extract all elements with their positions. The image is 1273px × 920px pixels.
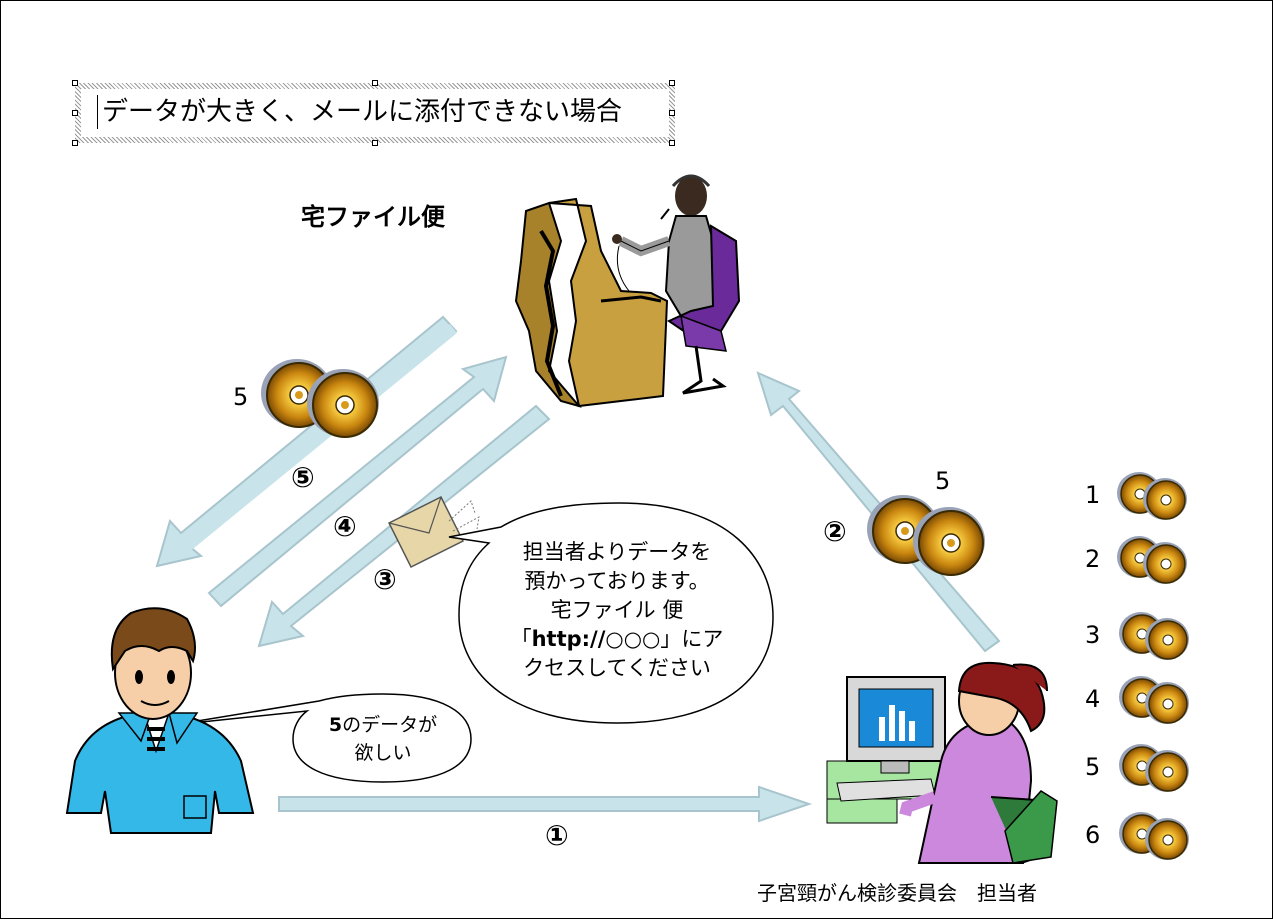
arrow-step4 — [207, 355, 508, 608]
title-textbox[interactable]: データが大きく、メールに添付できない場合 — [75, 83, 675, 143]
request-text: 5のデータが 欲しい — [301, 711, 465, 767]
service-name-label: 宅ファイル便 — [301, 203, 445, 231]
notice-text: 担当者よりデータを 預かっております。 宅ファイル 便 「http://○○○」… — [479, 538, 755, 683]
envelope-icon — [387, 495, 480, 569]
disc-pair-left — [260, 358, 380, 438]
disc-list-icons — [1116, 471, 1190, 861]
resize-handle[interactable] — [372, 140, 378, 146]
disc-count-left: 5 — [233, 383, 249, 411]
arrow-step1 — [278, 785, 813, 823]
request-line: 欲しい — [354, 742, 412, 764]
step-3-label: ③ — [373, 563, 397, 596]
disc-list-number: 6 — [1085, 821, 1101, 849]
step-4-label: ④ — [333, 510, 357, 543]
disc-list-number: 1 — [1085, 481, 1101, 509]
resize-handle[interactable] — [669, 80, 675, 86]
resize-handle[interactable] — [72, 80, 78, 86]
request-line: 5のデータが — [328, 714, 438, 736]
resize-handle[interactable] — [72, 110, 78, 116]
staff-woman-computer-illustration — [826, 661, 1058, 864]
disc-list-number: 2 — [1085, 545, 1101, 573]
notice-speech-bubble — [448, 502, 774, 724]
resize-handle[interactable] — [372, 80, 378, 86]
disc-pair-right — [866, 494, 986, 576]
step-1-label: ① — [545, 819, 569, 852]
disc-count-right: 5 — [935, 467, 951, 495]
disc-list-number: 3 — [1085, 621, 1101, 649]
disc-list-number: 4 — [1085, 685, 1101, 713]
resize-handle[interactable] — [669, 140, 675, 146]
requester-man-illustration — [65, 607, 255, 834]
notice-line: クセスしてください — [523, 656, 711, 680]
notice-url-line: 「http://○○○」にア — [510, 627, 724, 651]
resize-handle[interactable] — [669, 110, 675, 116]
file-service-operator-illustration — [514, 174, 741, 408]
notice-line: 担当者よりデータを — [522, 540, 712, 564]
step-5-label: ⑤ — [291, 461, 315, 494]
staff-label: 子宮頸がん検診委員会 担当者 — [757, 881, 1037, 905]
disc-list-number: 5 — [1085, 753, 1101, 781]
notice-line: 預かっております。 — [524, 569, 710, 593]
resize-handle[interactable] — [72, 140, 78, 146]
title-text: データが大きく、メールに添付できない場合 — [97, 95, 622, 129]
step-2-label: ② — [823, 515, 847, 548]
notice-line: 宅ファイル 便 — [550, 598, 684, 622]
arrow-step5 — [155, 315, 458, 568]
request-speech-bubble — [172, 693, 472, 783]
